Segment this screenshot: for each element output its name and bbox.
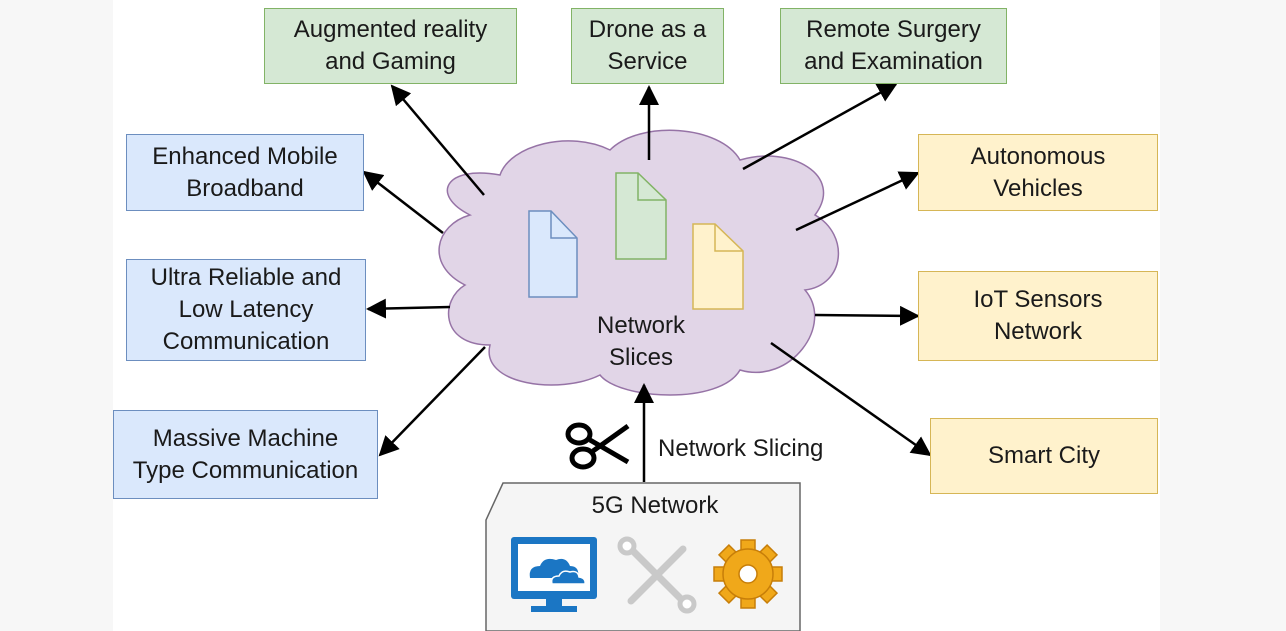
slice-blue-doc-icon [528,210,578,298]
iot-sensors-box: IoT Sensors Network [918,271,1158,361]
urllc-box: Ultra Reliable and Low Latency Communica… [126,259,366,361]
arrow-to-ar-gaming [390,84,485,196]
slice-yellow-doc-icon [692,223,744,310]
arrow-to-embb [362,170,444,234]
network-slicing-label: Network Slicing [658,435,824,462]
arrow-to-autonomous [795,171,920,232]
arrow-to-urllc [366,298,451,319]
slice-green-doc-icon [615,172,667,260]
arrow-to-mmtc [378,346,486,457]
network-slices-cloud [438,129,840,396]
arrow-to-smart-city [770,341,932,457]
monitor-cloud-icon [511,537,597,612]
drone-service-box: Drone as a Service [571,8,724,84]
arrow-to-remote-surgery [742,82,898,171]
scissors-icon [565,422,630,470]
cloud-label: Network Slices [596,312,686,371]
mmtc-box: Massive Machine Type Communication [113,410,378,499]
smart-city-box: Smart City [930,418,1158,494]
gear-icon [713,539,783,609]
embb-box: Enhanced Mobile Broadband [126,134,364,211]
connector-arrows [362,82,932,482]
5g-network-label: 5G Network [591,492,719,519]
arrow-to-iot [814,305,920,326]
autonomous-vehicles-box: Autonomous Vehicles [918,134,1158,211]
tools-icon [617,536,697,614]
ar-gaming-box: Augmented reality and Gaming [264,8,517,84]
remote-surgery-box: Remote Surgery and Examination [780,8,1007,84]
